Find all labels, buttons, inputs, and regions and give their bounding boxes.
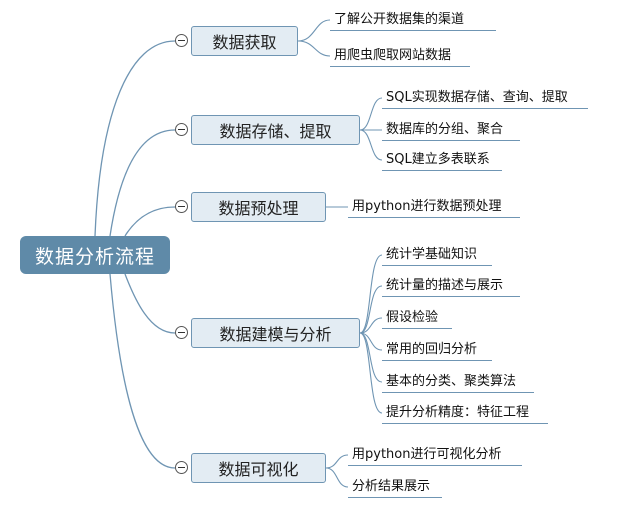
leaf-underline xyxy=(382,265,492,266)
leaf-underline xyxy=(348,465,522,466)
branch-label: 数据获取 xyxy=(212,33,277,52)
leaf-underline xyxy=(382,108,588,109)
root-node-label: 数据分析流程 xyxy=(34,245,155,268)
leaf-node[interactable]: 常用的回归分析 xyxy=(386,342,478,357)
branch-label: 数据建模与分析 xyxy=(219,325,332,344)
connector-b4-leaf-0 xyxy=(325,454,349,469)
leaf-underline xyxy=(382,360,492,361)
branch-node-modeling-analysis[interactable]: 数据建模与分析 xyxy=(191,318,360,348)
collapse-toggle-icon[interactable] xyxy=(175,34,188,47)
leaf-node[interactable]: 统计学基础知识 xyxy=(386,247,478,262)
connector-b3-leaf-0 xyxy=(359,254,383,334)
leaf-underline xyxy=(382,328,452,329)
connector-b3-leaf-5 xyxy=(359,332,383,414)
leaf-node[interactable]: 用python进行数据预处理 xyxy=(352,199,502,214)
leaf-node[interactable]: 用爬虫爬取网站数据 xyxy=(334,48,452,63)
connector-b0-leaf-0 xyxy=(297,19,331,42)
leaf-underline xyxy=(382,296,520,297)
leaf-node[interactable]: 分析结果展示 xyxy=(352,479,431,494)
leaf-underline xyxy=(348,217,520,218)
branch-label: 数据可视化 xyxy=(218,460,299,479)
connector-b1-leaf-2 xyxy=(359,129,383,161)
leaf-underline xyxy=(382,170,502,171)
leaf-underline xyxy=(330,66,470,67)
connector-b4-leaf-1 xyxy=(325,467,349,488)
leaf-underline xyxy=(330,30,496,31)
leaf-underline xyxy=(382,392,534,393)
branch-label: 数据预处理 xyxy=(218,199,299,218)
collapse-toggle-icon[interactable] xyxy=(175,200,188,213)
connector-root-branch-4 xyxy=(109,273,176,469)
leaf-underline xyxy=(348,497,442,498)
connector-b3-leaf-1 xyxy=(359,285,383,334)
leaf-node[interactable]: 提升分析精度：特征工程 xyxy=(386,405,530,420)
root-node[interactable]: 数据分析流程 xyxy=(20,236,170,274)
leaf-node[interactable]: 了解公开数据集的渠道 xyxy=(334,12,465,27)
leaf-underline xyxy=(382,423,548,424)
connector-root-branch-0 xyxy=(94,40,176,237)
branch-node-preprocessing[interactable]: 数据预处理 xyxy=(191,192,326,222)
leaf-node[interactable]: 用python进行可视化分析 xyxy=(352,447,502,462)
connector-b3-leaf-2 xyxy=(359,317,383,334)
collapse-toggle-icon[interactable] xyxy=(175,123,188,136)
leaf-underline xyxy=(382,140,520,141)
connector-b3-leaf-4 xyxy=(359,332,383,383)
leaf-node[interactable]: 基本的分类、聚类算法 xyxy=(386,374,517,389)
branch-node-data-acquisition[interactable]: 数据获取 xyxy=(191,26,298,56)
leaf-node[interactable]: 统计量的描述与展示 xyxy=(386,278,504,293)
connector-root-branch-2 xyxy=(124,206,176,237)
connector-root-branch-1 xyxy=(109,129,176,237)
leaf-node[interactable]: SQL实现数据存储、查询、提取 xyxy=(386,90,568,105)
branch-node-visualization[interactable]: 数据可视化 xyxy=(191,453,326,483)
leaf-node[interactable]: SQL建立多表联系 xyxy=(386,152,490,167)
connector-root-branch-3 xyxy=(124,273,176,334)
leaf-node[interactable]: 假设检验 xyxy=(386,310,439,325)
connector-b1-leaf-0 xyxy=(359,97,383,131)
collapse-toggle-icon[interactable] xyxy=(175,326,188,339)
branch-label: 数据存储、提取 xyxy=(219,122,332,141)
branch-node-data-storage[interactable]: 数据存储、提取 xyxy=(191,115,360,145)
leaf-node[interactable]: 数据库的分组、聚合 xyxy=(386,122,504,137)
connector-b0-leaf-1 xyxy=(297,40,331,57)
collapse-toggle-icon[interactable] xyxy=(175,461,188,474)
